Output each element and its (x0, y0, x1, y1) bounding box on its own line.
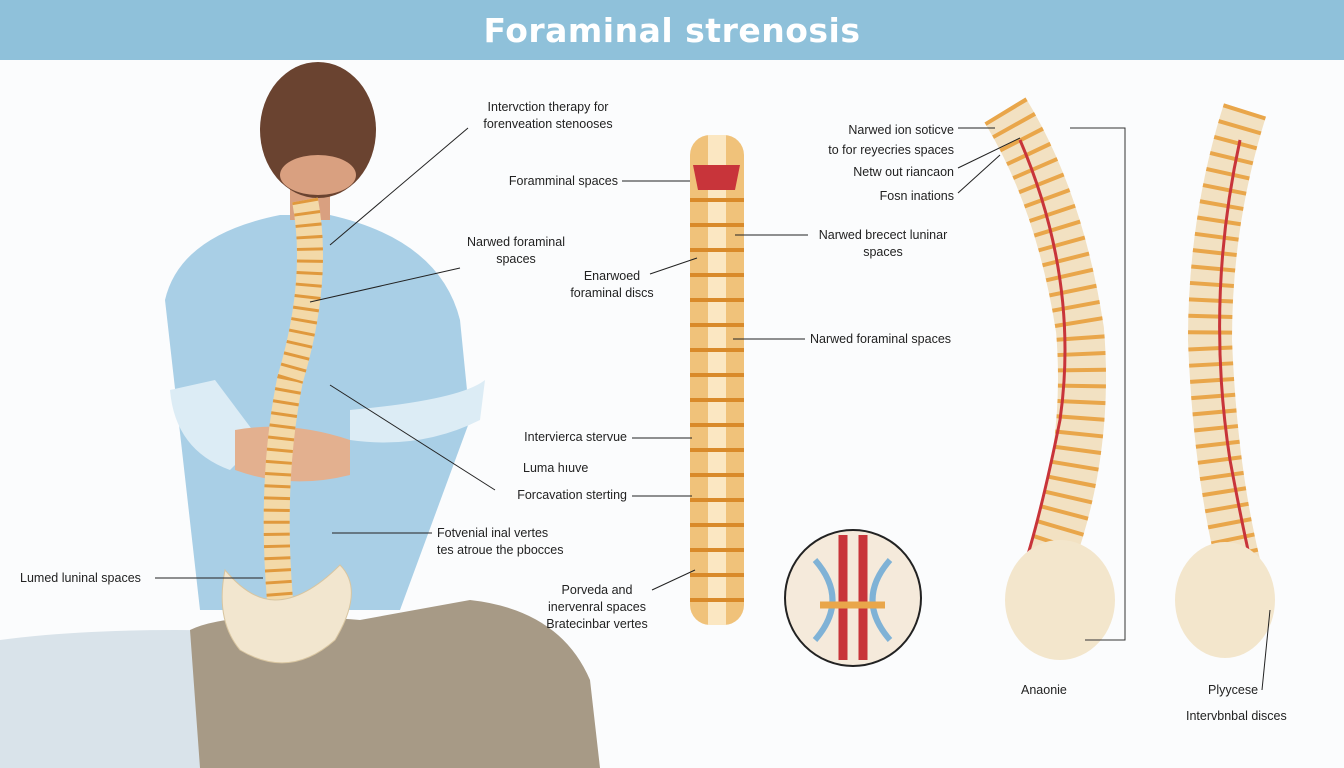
label-line: spaces (863, 245, 903, 259)
label-line: to for reyecries spaces (828, 143, 954, 157)
label-forcavation: Forcavation sterting (517, 488, 627, 502)
label-line: Narwed foraminal (467, 235, 565, 249)
label-therapy: Intervction therapy for forenveation sten… (470, 99, 626, 133)
label-line: forenveation stenooses (483, 117, 613, 131)
label-enarwoed: Enarwoed foraminal discs (556, 268, 668, 302)
label-line: Intervction therapy for (487, 100, 609, 114)
label-line: tes atroue the pbocces (437, 543, 564, 557)
label-lumed: Lumed luninal spaces (20, 571, 141, 585)
label-luma: Luma hıuve (523, 461, 589, 475)
label-brecect: Narwed brecect luninar spaces (808, 227, 958, 261)
right-spines (984, 97, 1275, 660)
label-line: inervenral spaces (548, 600, 646, 614)
label-line: Narwed brecect luninar (818, 228, 948, 242)
page-title: Foraminal strenosis (483, 10, 861, 50)
label-intervbnbal: Intervbnbal disces (1186, 709, 1287, 723)
illustration (0, 62, 1275, 768)
label-line: Enarwoed (583, 269, 641, 283)
label-plyycese: Plyycese (1208, 683, 1259, 697)
center-spine (690, 135, 744, 625)
title-bar: Foraminal strenosis (0, 0, 1344, 60)
label-narwed-mid: Narwed foraminal spaces (810, 332, 952, 346)
label-foramminal: Foramminal spaces (508, 174, 618, 188)
label-line: Narwed ion soticve (848, 123, 954, 137)
label-line: Fotvenial inal vertes (437, 526, 549, 540)
person-spine (221, 197, 352, 664)
leader-lines (155, 127, 1271, 691)
label-right-top: Narwed ion soticve to for reyecries space… (780, 120, 954, 206)
label-line: Porveda and (561, 583, 633, 597)
label-line: foraminal discs (570, 286, 654, 300)
label-intervierca: Intervierca stervue (524, 430, 627, 444)
label-line: Bratecinbar vertes (546, 617, 648, 631)
label-line: spaces (496, 252, 536, 266)
label-fotvenial: Fotvenial inal vertes tes atroue the pboc… (437, 525, 563, 559)
label-line: Netw out riancaon (853, 165, 954, 179)
person-illustration (165, 62, 600, 768)
inset-circle (784, 529, 922, 667)
label-anaonie: Anaonie (1021, 683, 1067, 697)
label-narwed-left: Narwed foraminal spaces (446, 234, 586, 268)
label-line: Fosn inations (879, 189, 954, 203)
